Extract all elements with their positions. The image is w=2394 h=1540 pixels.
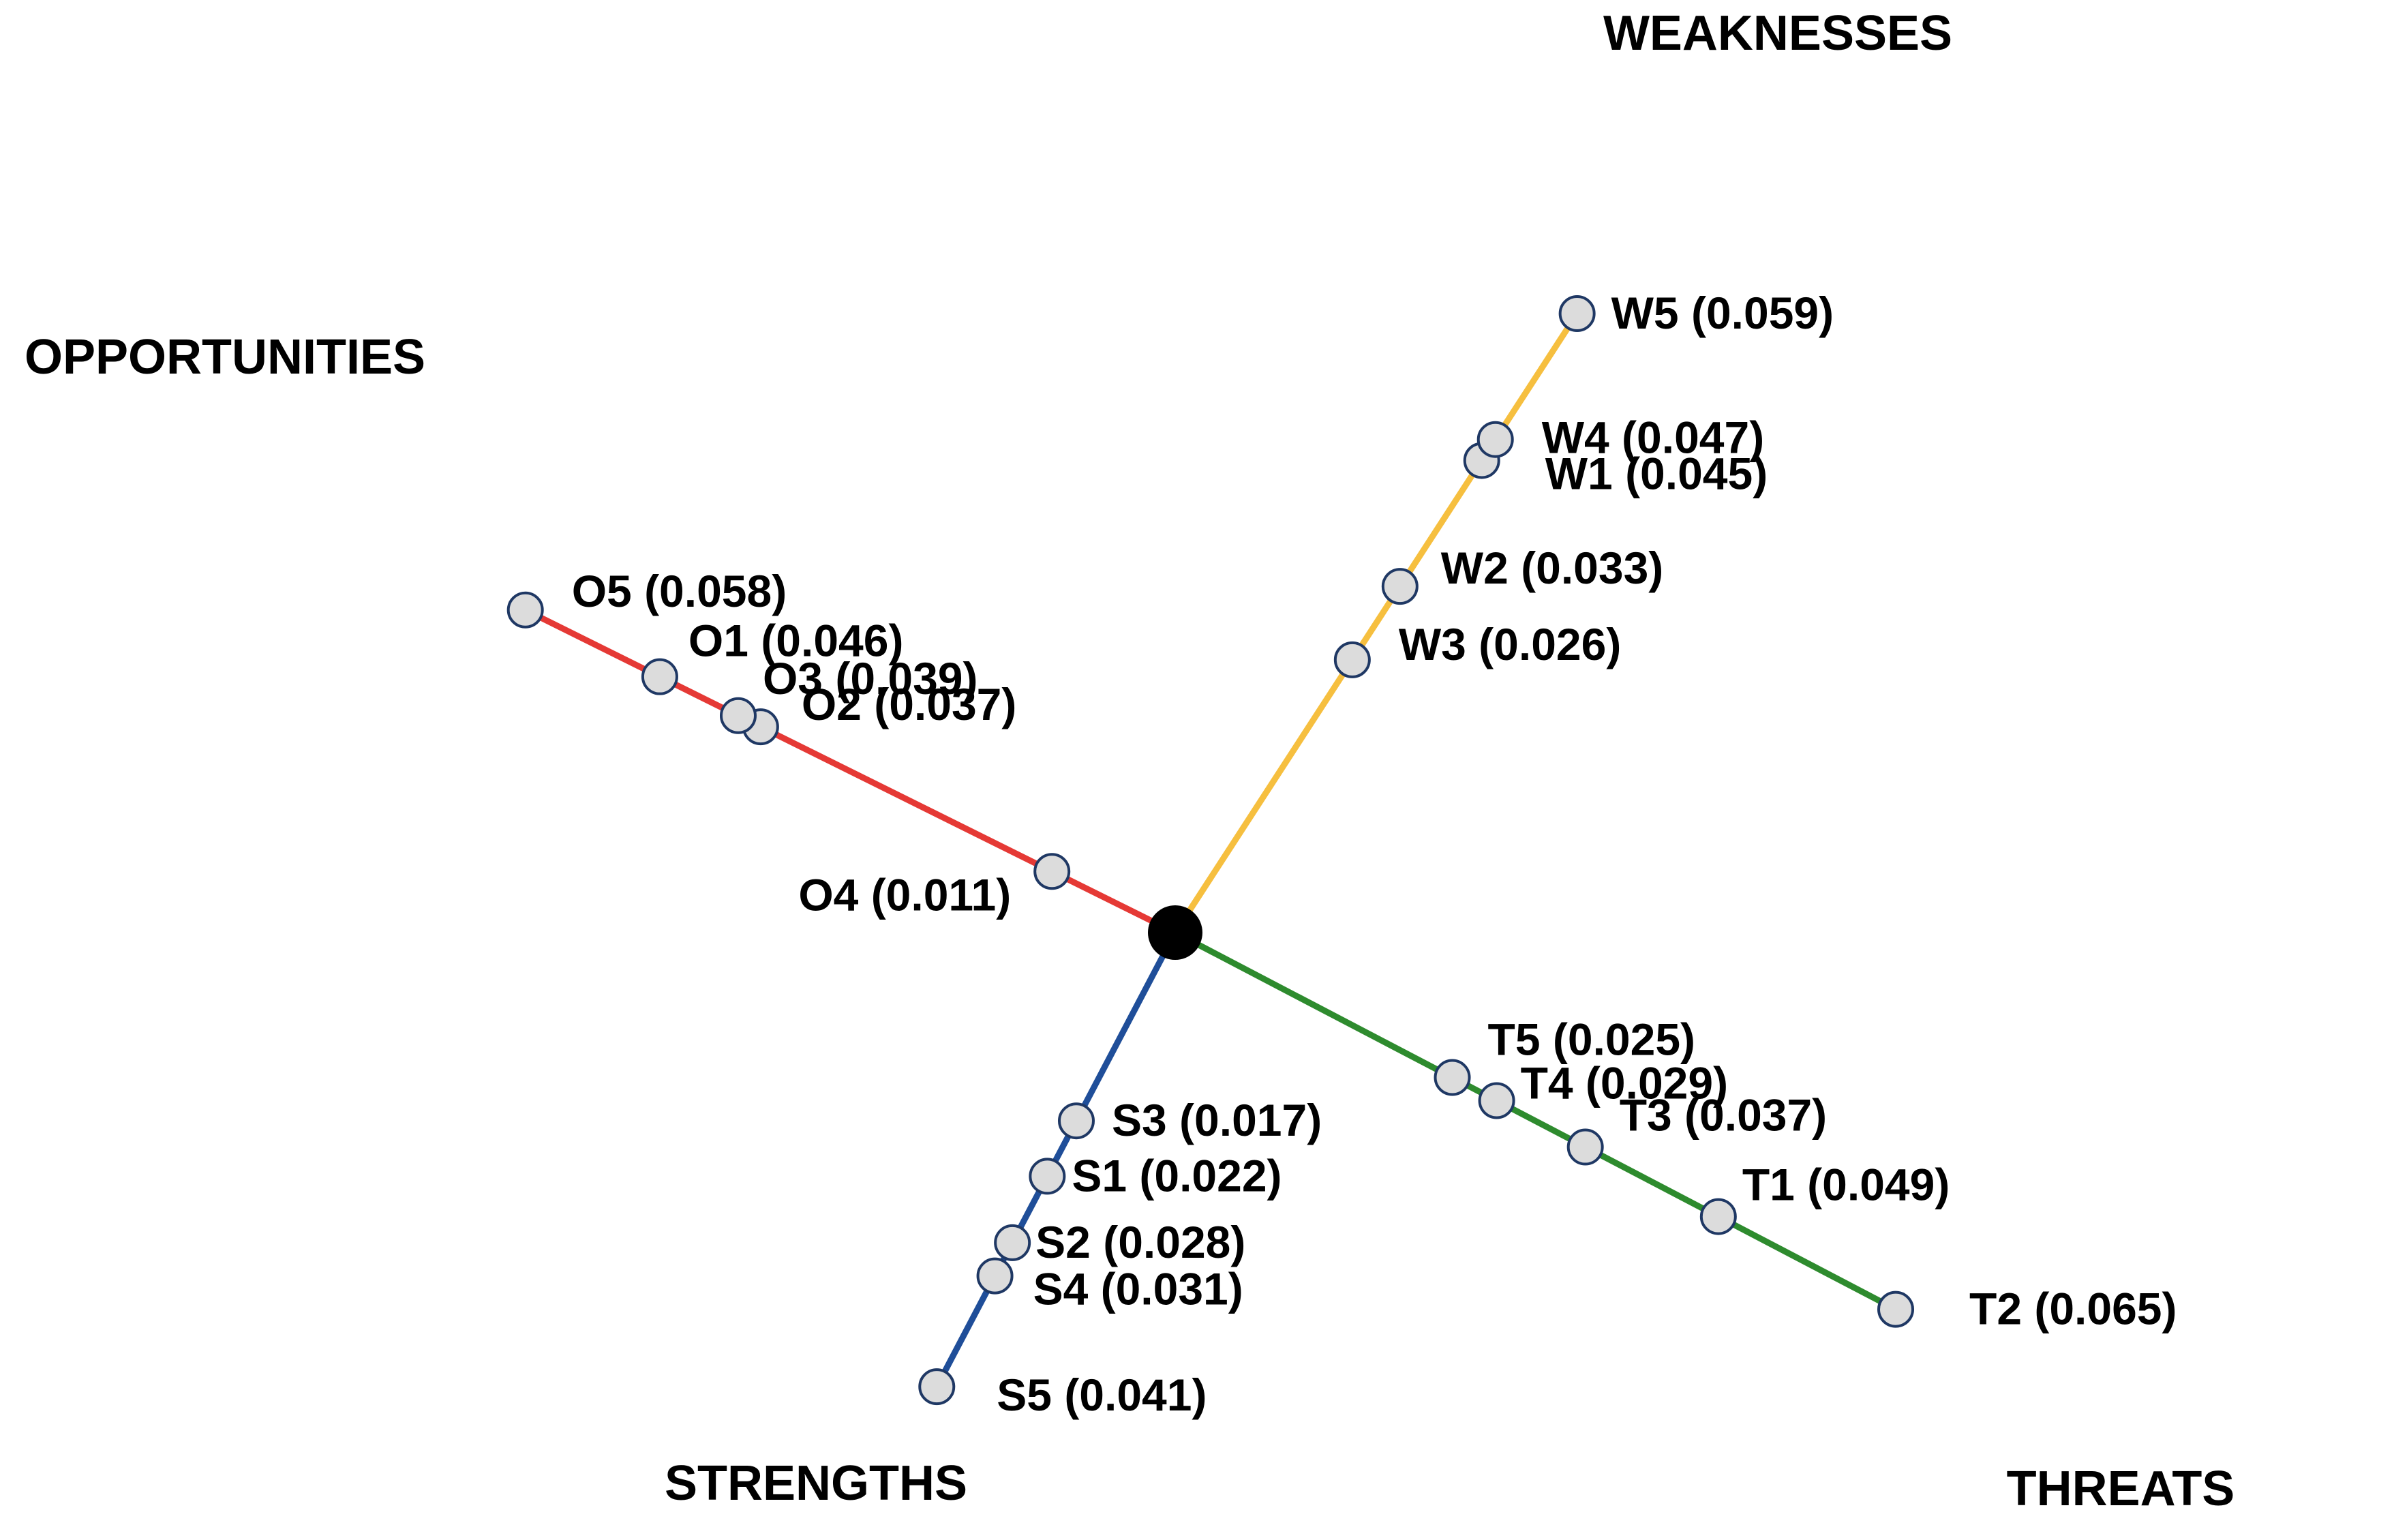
- point-marker-t4: [1478, 1082, 1515, 1119]
- point-marker-s3: [1057, 1102, 1095, 1140]
- point-label-o5: O5 (0.058): [572, 566, 787, 616]
- point-marker-w4: [1476, 421, 1514, 458]
- point-label-s3: S3 (0.017): [1112, 1095, 1322, 1145]
- point-markers-layer: [506, 295, 1915, 1406]
- point-label-s1: S1 (0.022): [1072, 1150, 1282, 1201]
- point-marker-t3: [1566, 1128, 1604, 1166]
- point-marker-s5: [918, 1368, 956, 1406]
- point-marker-o1: [641, 658, 678, 695]
- point-label-o4: O4 (0.011): [798, 869, 1011, 920]
- point-label-o1: O1 (0.046): [688, 616, 904, 666]
- point-label-s4: S4 (0.031): [1033, 1264, 1243, 1314]
- point-marker-w3: [1333, 641, 1371, 678]
- point-label-t1: T1 (0.049): [1742, 1160, 1950, 1210]
- point-label-t3: T3 (0.037): [1620, 1090, 1827, 1141]
- point-marker-t2: [1877, 1290, 1915, 1328]
- point-label-w4: W4 (0.047): [1542, 412, 1764, 463]
- point-label-w3: W3 (0.026): [1399, 619, 1621, 669]
- point-label-s2: S2 (0.028): [1035, 1217, 1245, 1267]
- point-label-w2: W2 (0.033): [1441, 543, 1663, 593]
- point-label-t5: T5 (0.025): [1488, 1014, 1695, 1065]
- point-marker-w5: [1558, 295, 1596, 333]
- strengths-axis-title: STRENGTHS: [665, 1456, 967, 1511]
- point-label-t4: T4 (0.029): [1521, 1058, 1728, 1108]
- point-label-s5: S5 (0.041): [997, 1370, 1207, 1420]
- point-label-w1: W1 (0.045): [1545, 448, 1768, 498]
- point-marker-o4: [1033, 853, 1071, 890]
- point-marker-s1: [1029, 1158, 1066, 1195]
- point-marker-o3: [719, 697, 757, 734]
- axis-titles-layer: OPPORTUNITIES WEAKNESSES STRENGTHS THREATS: [25, 6, 2234, 1516]
- point-labels-layer: O4 (0.011) O2 (0.037)O3 (0.039)O1 (0.046)…: [572, 288, 2177, 1420]
- point-label-t2: T2 (0.065): [1969, 1284, 2177, 1334]
- opportunities-axis-title: OPPORTUNITIES: [25, 330, 425, 384]
- weaknesses-axis-line: [1172, 310, 1581, 936]
- point-marker-t1: [1699, 1198, 1737, 1235]
- threats-axis-title: THREATS: [2007, 1462, 2235, 1516]
- point-marker-s2: [994, 1224, 1031, 1261]
- point-marker-t5: [1434, 1059, 1471, 1096]
- weaknesses-axis-title: WEAKNESSES: [1603, 6, 1952, 61]
- point-label-w5: W5 (0.059): [1611, 288, 1834, 338]
- axis-lines-layer: [522, 310, 1899, 1390]
- point-label-o2: O2 (0.037): [802, 679, 1017, 729]
- point-label-o3: O3 (0.039): [763, 653, 978, 704]
- point-marker-o5: [506, 591, 544, 629]
- point-marker-w2: [1381, 568, 1419, 605]
- strengths-axis-line: [933, 929, 1179, 1390]
- threats-axis-line: [1172, 929, 1899, 1313]
- center-node: [1148, 905, 1202, 960]
- point-marker-s4: [976, 1257, 1014, 1295]
